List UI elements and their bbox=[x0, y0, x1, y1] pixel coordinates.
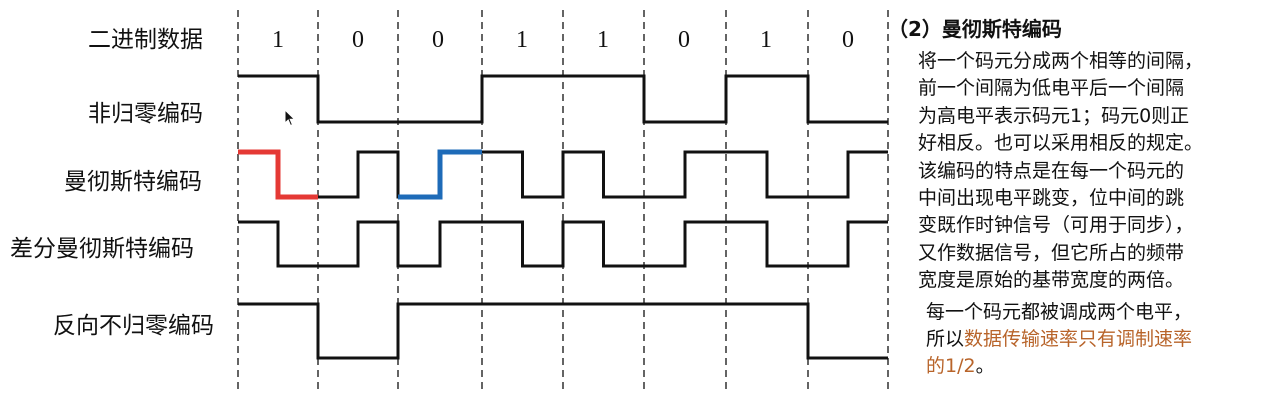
bit-label: 0 bbox=[352, 27, 364, 53]
row-label-nrz: 非归零编码 bbox=[88, 101, 203, 127]
description-line: 变既作时钟信号（可用于同步）， bbox=[918, 214, 1194, 237]
description-line: 前一个间隔为低电平后一个间隔 bbox=[918, 77, 1185, 100]
description-paragraph-1: 将一个码元分成两个相等的间隔， 前一个间隔为低电平后一个间隔 为高电平表示码元1… bbox=[888, 48, 1274, 295]
description-line: 又作数据信号，但它所占的频带 bbox=[918, 241, 1185, 264]
description-panel: （2）曼彻斯特编码 将一个码元分成两个相等的间隔， 前一个间隔为低电平后一个间隔… bbox=[888, 14, 1274, 381]
bit-label: 1 bbox=[272, 27, 284, 53]
description-line: 好相反。也可以采用相反的规定。 bbox=[918, 132, 1204, 155]
nrzi-waveform bbox=[238, 302, 888, 360]
highlighted-text: 的1/2 bbox=[926, 355, 976, 378]
section-title: （2）曼彻斯特编码 bbox=[888, 17, 1062, 41]
plain-text: 。 bbox=[975, 355, 995, 378]
bit-label: 0 bbox=[678, 27, 690, 53]
row-label-manchester: 曼彻斯特编码 bbox=[64, 169, 202, 195]
row-label-binary-data: 二进制数据 bbox=[88, 27, 203, 53]
description-line: 中间出现电平跳变，位中间的跳 bbox=[918, 187, 1185, 210]
description-line: 为高电平表示码元1；码元0则正 bbox=[918, 104, 1190, 127]
description-line: 每一个码元都被调成两个电平， bbox=[926, 300, 1193, 323]
manchester-waveform bbox=[238, 150, 888, 199]
manchester-zero-highlight bbox=[398, 149, 482, 200]
diff-manchester-waveform bbox=[238, 220, 888, 268]
bit-label: 1 bbox=[597, 27, 609, 53]
description-line: 所以数据传输速率只有调制速率 bbox=[926, 326, 1274, 353]
highlighted-text: 数据传输速率只有调制速率 bbox=[964, 328, 1193, 351]
bit-label: 0 bbox=[432, 27, 444, 53]
mouse-pointer-icon bbox=[284, 109, 296, 127]
manchester-one-highlight bbox=[238, 149, 318, 200]
bit-label: 1 bbox=[760, 27, 772, 53]
description-line: 将一个码元分成两个相等的间隔， bbox=[918, 50, 1204, 72]
bit-label: 1 bbox=[516, 27, 528, 53]
plain-text: 所以 bbox=[926, 328, 965, 351]
description-paragraph-2: 每一个码元都被调成两个电平， 所以数据传输速率只有调制速率 的1/2。 bbox=[888, 299, 1274, 381]
description-line: 的1/2。 bbox=[926, 353, 1274, 380]
nrz-waveform bbox=[238, 74, 888, 124]
description-line: 宽度是原始的基带宽度的两倍。 bbox=[918, 269, 1185, 292]
description-line: 该编码的特点是在每一个码元的 bbox=[918, 159, 1185, 182]
row-label-diff-manchester: 差分曼彻斯特编码 bbox=[10, 236, 194, 262]
row-label-nrzi: 反向不归零编码 bbox=[53, 313, 214, 339]
bit-label: 0 bbox=[842, 27, 854, 53]
